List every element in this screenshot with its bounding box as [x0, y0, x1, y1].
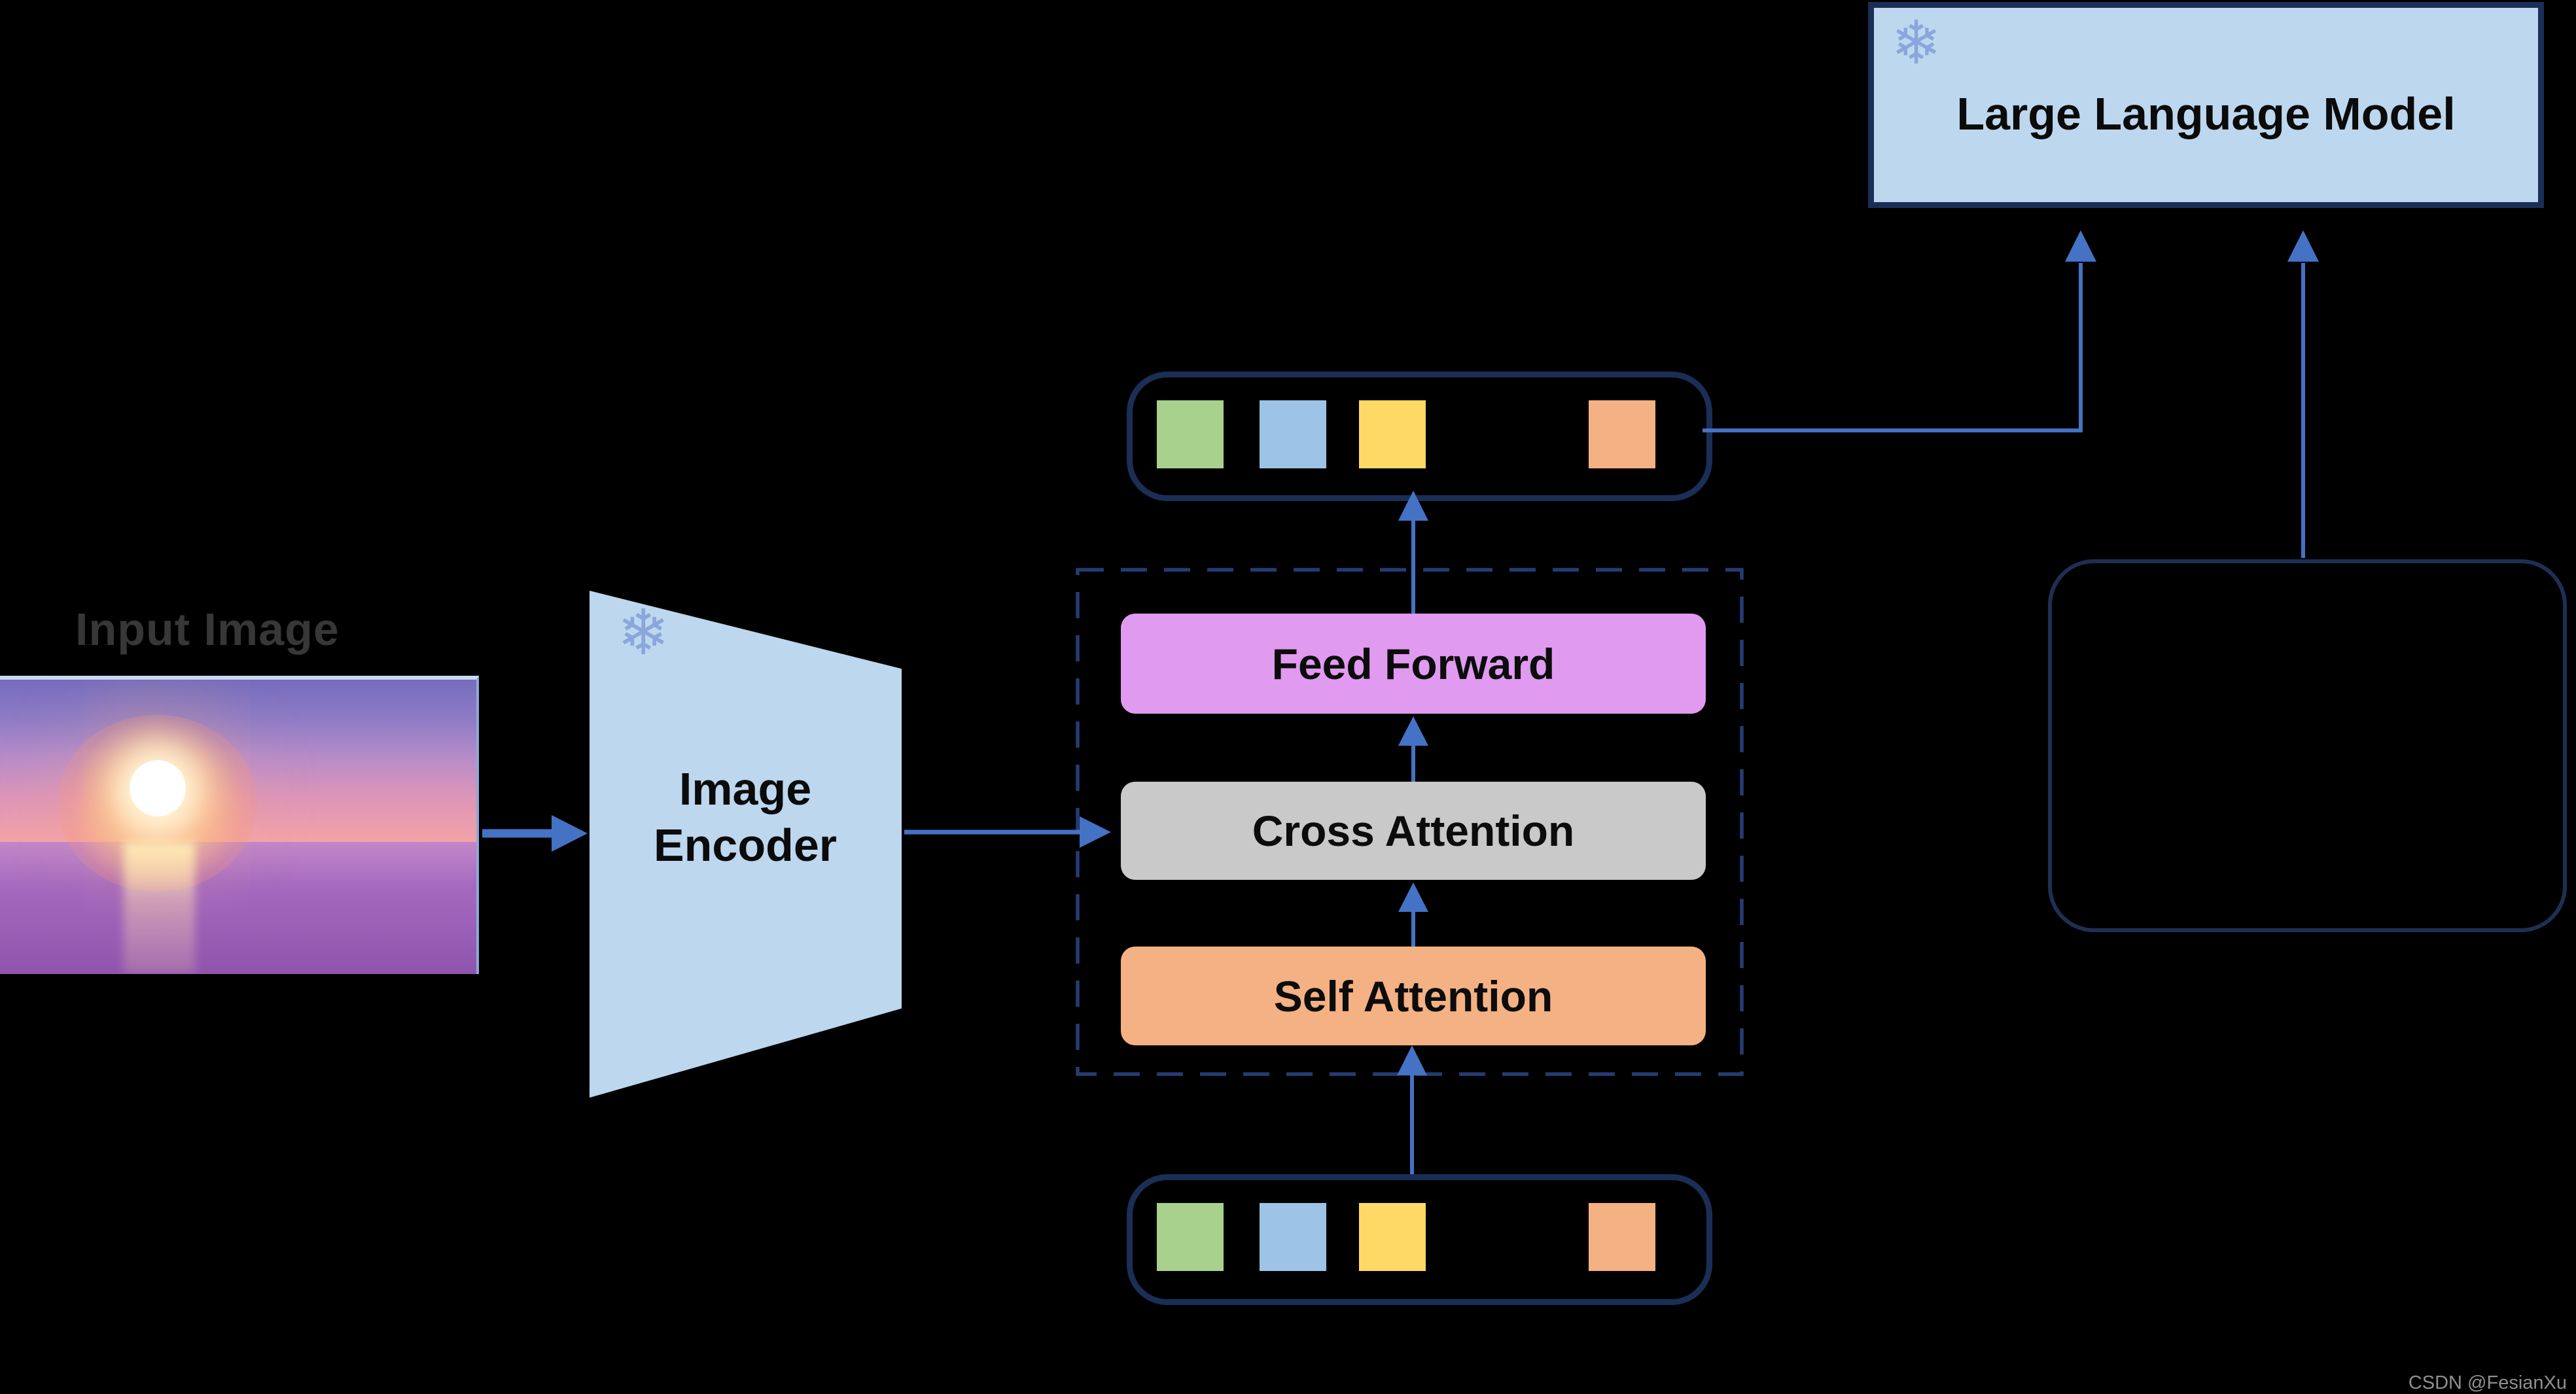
- input-image-photo: [0, 676, 479, 974]
- output-token-row: [1127, 372, 1712, 501]
- token-square-2: [1359, 400, 1426, 468]
- snowflake-icon: ❄: [617, 596, 670, 669]
- token-square-0: [1157, 1203, 1224, 1271]
- token-square-3: [1589, 400, 1655, 468]
- token-square-0: [1157, 400, 1224, 468]
- arrow-output-to-llm: [1703, 230, 2096, 432]
- arrow-sidebox-to-llm: [2287, 230, 2319, 558]
- self-attention-block: Self Attention: [1121, 947, 1706, 1045]
- arrow-feed-forward-to-output: [1398, 491, 1428, 614]
- token-square-1: [1260, 1203, 1326, 1271]
- photo-sun: [130, 760, 186, 816]
- image-encoder-block: ❄ Image Encoder: [590, 591, 902, 1098]
- side-rounded-box: [2048, 559, 2567, 932]
- photo-sea: [0, 841, 476, 974]
- cross-attention-block: Cross Attention: [1121, 782, 1706, 880]
- token-square-3: [1589, 1203, 1655, 1271]
- self-attention-label: Self Attention: [1273, 971, 1553, 1020]
- snowflake-icon: ❄: [1891, 8, 1942, 78]
- feed-forward-block: Feed Forward: [1121, 614, 1706, 714]
- watermark: CSDN @FesianXu: [2408, 1372, 2567, 1393]
- query-token-row: [1127, 1174, 1712, 1305]
- input-image-label: Input Image: [75, 604, 340, 655]
- llm-label: Large Language Model: [1956, 88, 2456, 139]
- cross-attention-label: Cross Attention: [1252, 807, 1575, 855]
- feed-forward-label: Feed Forward: [1271, 639, 1555, 688]
- arrow-image-to-encoder: [482, 815, 588, 852]
- arrow-queries-to-self-attention: [1397, 1045, 1427, 1174]
- arrow-cross-to-feed-forward: [1398, 716, 1428, 782]
- photo-sun-reflection: [124, 841, 196, 974]
- token-square-1: [1260, 400, 1326, 468]
- token-square-2: [1359, 1203, 1426, 1271]
- arrow-self-to-cross-attention: [1398, 882, 1428, 947]
- arrow-encoder-to-cross-attention: [904, 816, 1111, 848]
- image-encoder-label: Image Encoder: [653, 763, 838, 871]
- llm-box: ❄ Large Language Model: [1868, 2, 2544, 208]
